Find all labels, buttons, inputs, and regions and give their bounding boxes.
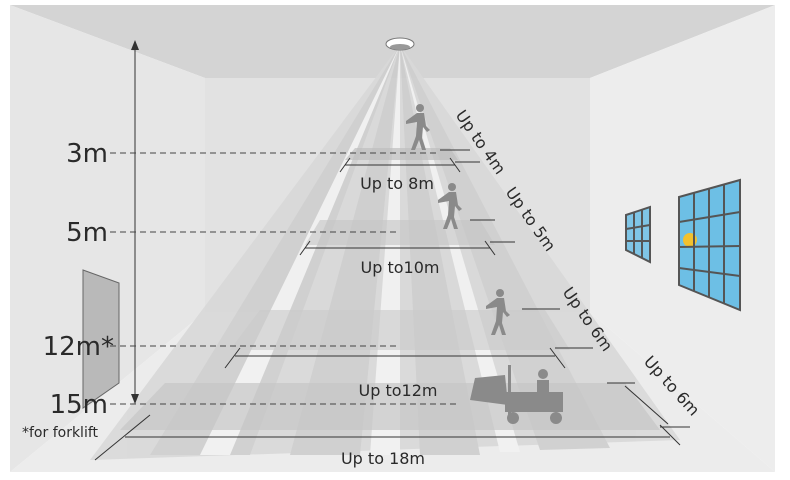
height-label-12m: 12m* [43, 332, 114, 362]
diameter-label-18m: Up to 18m [341, 449, 425, 468]
person-walking-icon [406, 104, 430, 150]
height-arrow [131, 40, 139, 404]
forklift-icon [470, 365, 563, 424]
height-label-15m: 15m [50, 390, 108, 420]
window-icon [678, 178, 741, 312]
zone-3m [345, 148, 458, 160]
zone-12m [230, 310, 570, 350]
left-wall [10, 5, 205, 472]
range-arrow-forklift [624, 385, 669, 425]
height-label-3m: 3m [66, 139, 108, 169]
person-walking-icon [486, 289, 510, 335]
diameter-label-8m: Up to 8m [360, 174, 434, 193]
window-icon [625, 205, 651, 264]
door-icon [82, 269, 120, 409]
height-label-5m: 5m [66, 218, 108, 248]
person-walking-icon [438, 183, 462, 229]
footnote: *for forklift [22, 425, 99, 441]
diameter-label-10m: Up to10m [361, 258, 440, 277]
diameter-label-12m: Up to12m [359, 381, 438, 400]
ceiling-sensor-icon [385, 37, 415, 51]
